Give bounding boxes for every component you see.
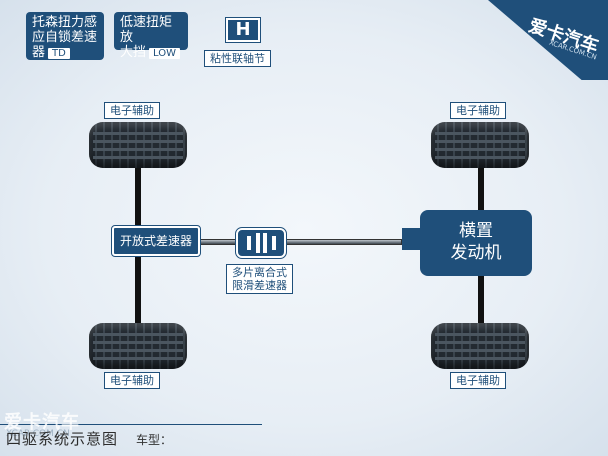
- legend-viscous-label: 粘性联轴节: [204, 50, 271, 67]
- watermark-brand: 爱卡汽车: [4, 412, 80, 433]
- wheel-label-rear-right: 电子辅助: [450, 372, 506, 389]
- clutch-lsd-label-line1: 多片离合式: [232, 266, 287, 279]
- wheel-label-front-left: 电子辅助: [104, 102, 160, 119]
- transverse-engine: 横置 发动机: [420, 210, 532, 276]
- legend-low-tag: LOW: [149, 48, 180, 59]
- drive-shaft-right: [286, 239, 402, 245]
- watermark-url: XCAR.COM.CN: [6, 429, 70, 439]
- drive-shaft-left: [196, 239, 238, 245]
- tire-rear-left: [89, 323, 187, 369]
- legend-low-line1: 低速扭矩放: [120, 15, 173, 45]
- legend-torsen-tag: TD: [48, 48, 70, 59]
- clutch-lsd-label-line2: 限滑差速器: [232, 279, 287, 292]
- wheel-label-front-right: 电子辅助: [450, 102, 506, 119]
- engine-label-line1: 横置: [459, 221, 493, 241]
- open-differential: 开放式差速器: [111, 225, 201, 257]
- engine-label-line2: 发动机: [450, 243, 502, 263]
- footer-divider: [0, 424, 262, 425]
- engine-connector: [402, 228, 422, 250]
- tire-front-right: [431, 122, 529, 168]
- tire-rear-right: [431, 323, 529, 369]
- legend-low-line2: 大挡: [120, 45, 147, 60]
- tire-front-left: [89, 122, 187, 168]
- wheel-label-rear-left: 电子辅助: [104, 372, 160, 389]
- legend-torsen-line2: 应自锁差速: [32, 30, 98, 45]
- legend-torsen-line1: 托森扭力感: [32, 15, 98, 30]
- footer-title: 四驱系统示意图: [6, 430, 119, 448]
- legend-torsen-line3: 器: [32, 45, 46, 60]
- footer-model-label: 车型：: [136, 433, 173, 447]
- multi-plate-clutch-icon: [235, 227, 287, 259]
- clutch-lsd-label: 多片离合式 限滑差速器: [226, 264, 293, 294]
- viscous-coupling-icon: H: [225, 17, 261, 43]
